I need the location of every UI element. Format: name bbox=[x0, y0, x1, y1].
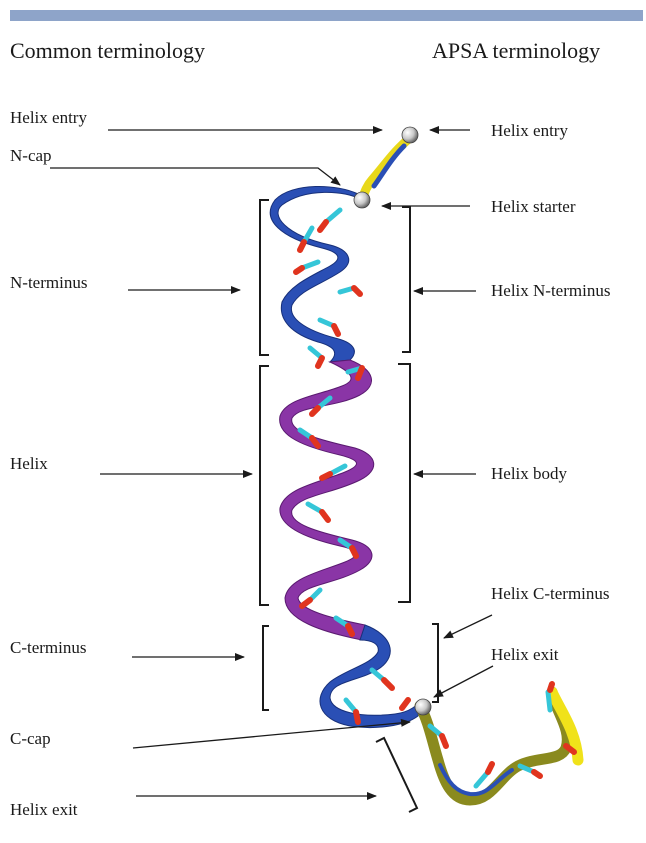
c-terminal-turns bbox=[320, 625, 420, 728]
left-bracket-c-terminus bbox=[263, 626, 269, 710]
exit-bracket bbox=[376, 738, 417, 812]
right-bracket-n-terminus bbox=[402, 207, 410, 352]
common-label-helix: Helix bbox=[10, 454, 48, 474]
common-label-n-terminus: N-terminus bbox=[10, 273, 87, 293]
left-bracket-helix bbox=[260, 366, 269, 605]
common-label-helix-entry: Helix entry bbox=[10, 108, 87, 128]
common-label-c-cap: C-cap bbox=[10, 729, 51, 749]
helix-starter-marker bbox=[354, 192, 370, 208]
apsa-label-helix-body: Helix body bbox=[491, 464, 567, 484]
n-terminal-turns bbox=[270, 186, 362, 362]
right-arrows bbox=[382, 130, 493, 697]
apsa-label-helix-starter: Helix starter bbox=[491, 197, 576, 217]
apsa-label-helix-n-terminus: Helix N-terminus bbox=[491, 281, 610, 301]
left-bracket-n-terminus bbox=[260, 200, 269, 355]
apsa-label-helix-exit: Helix exit bbox=[491, 645, 559, 665]
right-bracket-body bbox=[398, 364, 410, 602]
common-label-n-cap: N-cap bbox=[10, 146, 52, 166]
common-label-c-terminus: C-terminus bbox=[10, 638, 87, 658]
common-label-helix-exit: Helix exit bbox=[10, 800, 78, 820]
right-bracket-c-terminus bbox=[432, 624, 438, 702]
apsa-label-helix-entry: Helix entry bbox=[491, 121, 568, 141]
helix-exit-marker bbox=[415, 699, 431, 715]
apsa-label-helix-c-terminus: Helix C-terminus bbox=[491, 584, 610, 604]
helix-entry-marker bbox=[402, 127, 418, 143]
